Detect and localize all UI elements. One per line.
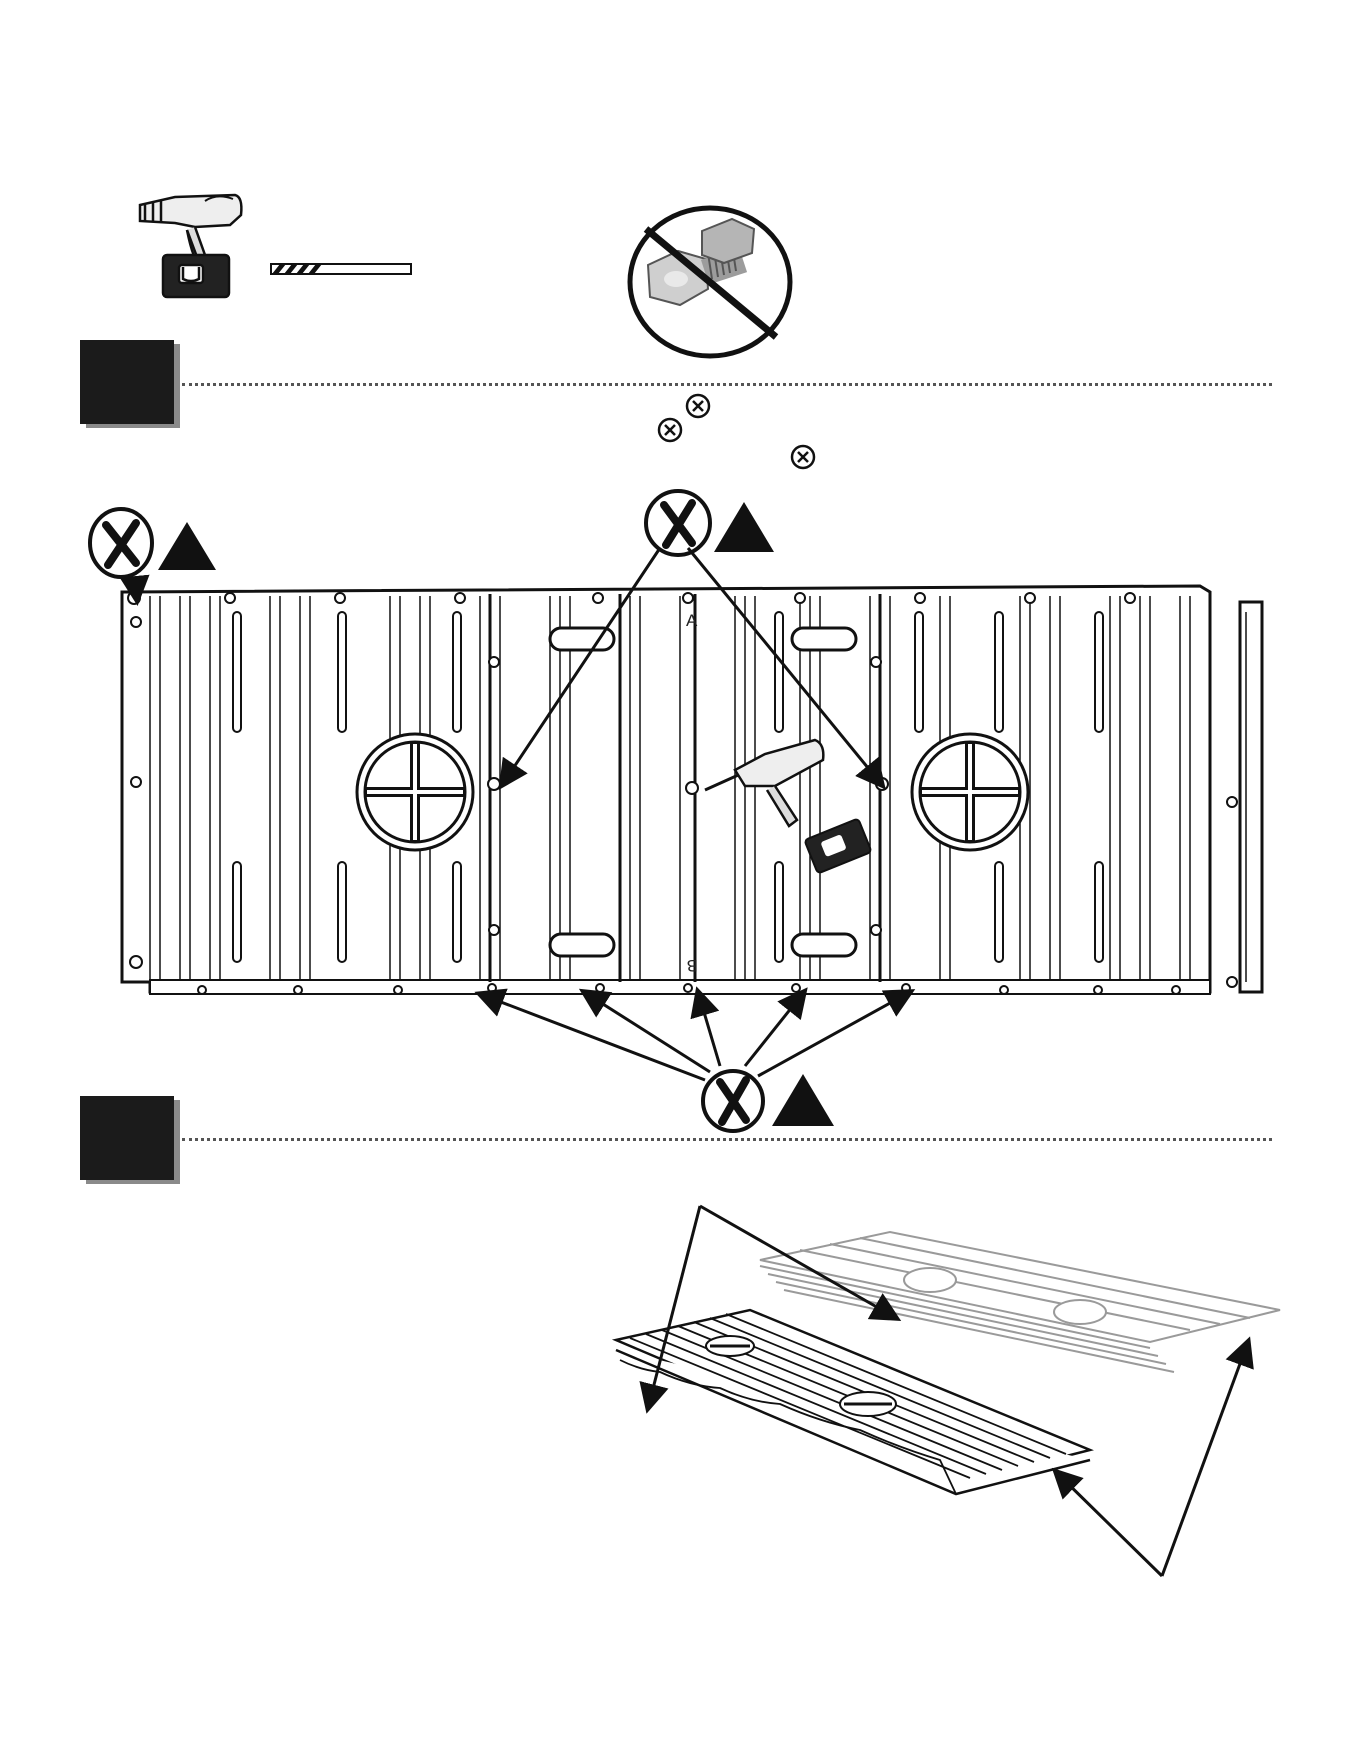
isometric-panels-illustration [600,1190,1300,1590]
leader-arrows-bottom [0,0,1361,1100]
step-2-number-box [80,1096,174,1180]
step-2-divider [182,1138,1272,1141]
